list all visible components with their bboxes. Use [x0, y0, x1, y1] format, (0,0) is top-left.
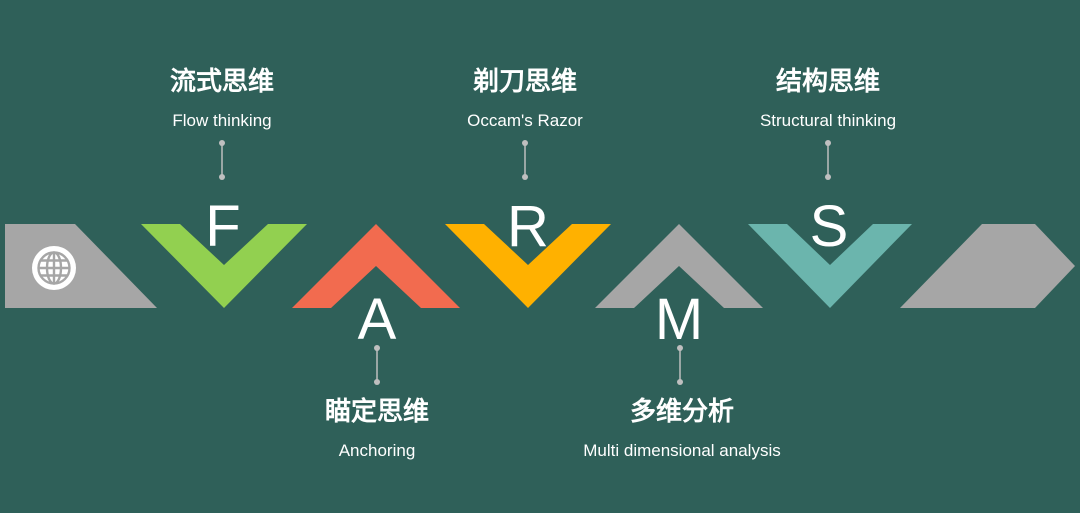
title-r: 剃刀思维 [473, 66, 577, 97]
chevron-f [141, 224, 307, 308]
title-m: 多维分析 [630, 396, 734, 427]
title-s: 结构思维 [776, 66, 880, 97]
subtitle-f: Flow thinking [172, 111, 271, 130]
connector-s [825, 140, 831, 180]
chevron-r [445, 224, 611, 308]
start-shape [5, 224, 157, 308]
letter-s: S [810, 194, 849, 259]
subtitle-a: Anchoring [339, 441, 416, 460]
end-shape [900, 224, 1075, 308]
letter-f: F [205, 194, 240, 259]
title-a: 瞄定思维 [325, 396, 429, 427]
subtitle-m: Multi dimensional analysis [583, 441, 780, 460]
chevron-m [595, 224, 763, 308]
letter-m: M [655, 287, 703, 352]
connector-f [219, 140, 225, 180]
letter-a: A [358, 287, 397, 352]
title-f: 流式思维 [170, 66, 274, 97]
subtitle-s: Structural thinking [760, 111, 896, 130]
connector-m [677, 345, 683, 385]
subtitle-r: Occam's Razor [467, 111, 583, 130]
connector-a [374, 345, 380, 385]
chevron-s [748, 224, 912, 308]
globe-icon [32, 246, 76, 290]
letter-r: R [507, 194, 549, 259]
chevron-a [292, 224, 460, 308]
connector-r [522, 140, 528, 180]
